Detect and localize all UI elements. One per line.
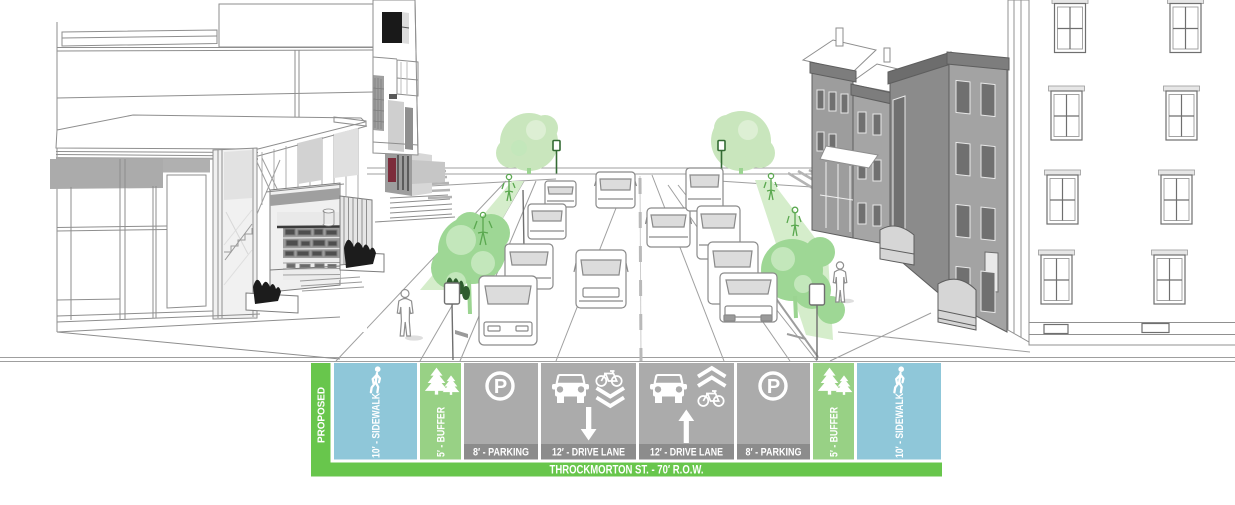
svg-text:P: P	[494, 376, 507, 398]
svg-text:10′ - SIDEWALK: 10′ - SIDEWALK	[894, 393, 906, 458]
svg-text:12′ - DRIVE LANE: 12′ - DRIVE LANE	[552, 447, 625, 459]
svg-text:5′ - BUFFER: 5′ - BUFFER	[436, 407, 448, 457]
svg-text:10′ - SIDEWALK: 10′ - SIDEWALK	[371, 393, 383, 458]
svg-text:8′ - PARKING: 8′ - PARKING	[746, 447, 802, 459]
svg-text:8′ - PARKING: 8′ - PARKING	[473, 447, 529, 459]
svg-text:PROPOSED: PROPOSED	[316, 387, 328, 443]
svg-text:P: P	[767, 376, 780, 398]
svg-text:5′ - BUFFER: 5′ - BUFFER	[829, 407, 841, 457]
svg-text:12′ - DRIVE LANE: 12′ - DRIVE LANE	[650, 447, 723, 459]
svg-text:THROCKMORTON ST. - 70′ R.O.W.: THROCKMORTON ST. - 70′ R.O.W.	[550, 463, 704, 477]
